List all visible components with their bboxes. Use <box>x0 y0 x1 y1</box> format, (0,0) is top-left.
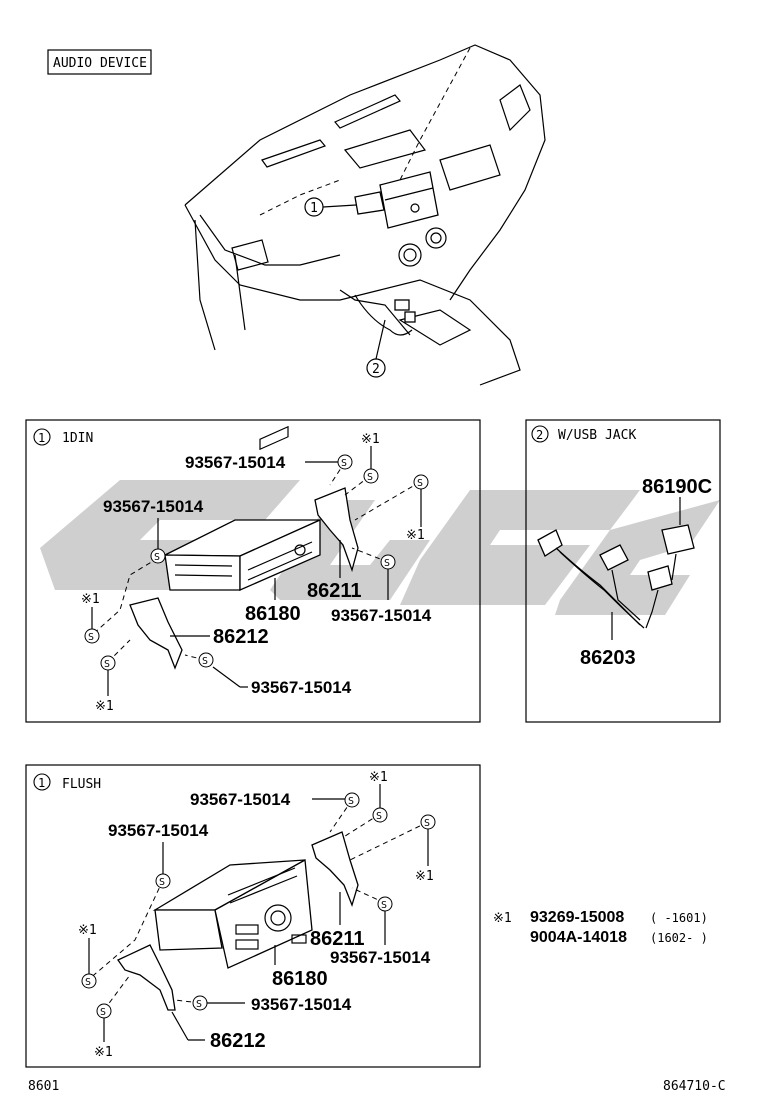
panel-1din-frame <box>25 419 481 723</box>
note-left-1din: ※1 <box>81 592 100 607</box>
label-part-bracket-r-1din: 86211 <box>307 580 362 602</box>
watermark <box>40 480 720 615</box>
svg-text:S: S <box>88 632 94 643</box>
radio-1din <box>164 425 321 591</box>
footnote-line2-part: 9004A-14018 <box>530 929 627 946</box>
svg-text:2: 2 <box>372 362 380 377</box>
label-bolt-c-1din: 93567-15014 <box>331 606 432 625</box>
footnote-line2-range: (1602- ) <box>650 931 708 945</box>
bracket-86211-flush <box>311 831 359 907</box>
note-left-flush: ※1 <box>78 923 97 938</box>
svg-text:S: S <box>196 999 202 1010</box>
label-bolt-a-1din: 93567-15014 <box>185 453 286 472</box>
note-right-1din: ※1 <box>406 528 425 543</box>
audio-device-tag: AUDIO DEVICE <box>53 56 147 71</box>
svg-text:S: S <box>154 552 160 563</box>
svg-text:S: S <box>159 877 165 888</box>
note-bottom-1din: ※1 <box>95 699 114 714</box>
panel-flush-title: FLUSH <box>62 777 101 792</box>
label-part-jack-usb: 86190C <box>642 476 712 498</box>
note-top-1din: ※1 <box>361 432 380 447</box>
label-bolt-c-flush: 93567-15014 <box>330 948 431 967</box>
svg-text:S: S <box>100 1007 106 1018</box>
svg-text:S: S <box>104 659 110 670</box>
svg-text:S: S <box>417 478 423 489</box>
panel-usb-frame <box>525 419 721 723</box>
bolt-letters-flush: S S S S S S S S <box>85 796 430 1018</box>
bolt-icons-flush <box>81 792 436 1019</box>
svg-text:1: 1 <box>38 431 45 445</box>
svg-text:1: 1 <box>310 201 318 216</box>
bolt-letters-1din: S S S S S S S S <box>88 458 423 670</box>
bracket-86212-1din <box>129 597 183 670</box>
footnote: ※1 93269-15008 ( -1601) 9004A-14018 (160… <box>493 909 708 946</box>
label-bolt-b-flush: 93567-15014 <box>108 821 209 840</box>
bracket-86211-1din <box>314 487 359 573</box>
label-part-harness-usb: 86203 <box>580 647 636 669</box>
svg-text:S: S <box>85 977 91 988</box>
note-top-flush: ※1 <box>369 770 388 785</box>
figure-code: 864710-C <box>663 1079 726 1094</box>
footnote-line1-part: 93269-15008 <box>530 909 624 926</box>
panel-1din-heading: 1 1DIN <box>33 428 93 446</box>
label-part-bracket-l-1din: 86212 <box>213 626 269 648</box>
footnote-line1-range: ( -1601) <box>650 911 708 925</box>
callout-2: 2 <box>366 319 386 378</box>
label-bolt-d-flush: 93567-15014 <box>251 995 352 1014</box>
svg-text:S: S <box>381 900 387 911</box>
label-bolt-a-flush: 93567-15014 <box>190 790 291 809</box>
svg-text:1: 1 <box>38 776 45 790</box>
svg-text:S: S <box>384 558 390 569</box>
svg-text:2: 2 <box>536 428 543 442</box>
label-part-bracket-l-flush: 86212 <box>210 1030 266 1052</box>
label-bolt-b-1din: 93567-15014 <box>103 497 204 516</box>
label-bolt-d-1din: 93567-15014 <box>251 678 352 697</box>
panel-usb-title: W/USB JACK <box>558 428 636 443</box>
label-part-bracket-r-flush: 86211 <box>310 928 365 950</box>
svg-text:S: S <box>348 796 354 807</box>
note-right-flush: ※1 <box>415 869 434 884</box>
note-bottom-flush: ※1 <box>94 1045 113 1060</box>
panel-1din-title: 1DIN <box>62 431 93 446</box>
usb-harness <box>537 524 695 629</box>
label-part-radio-1din: 86180 <box>245 603 301 625</box>
panel-flush-heading: 1 FLUSH <box>33 773 101 792</box>
label-part-radio-flush: 86180 <box>272 968 328 990</box>
svg-text:S: S <box>202 656 208 667</box>
dashboard-overview <box>184 44 546 386</box>
footnote-mark: ※1 <box>493 911 512 926</box>
bracket-86212-flush <box>117 944 176 1011</box>
svg-text:S: S <box>341 458 347 469</box>
audio-device-tag-box <box>47 49 152 75</box>
svg-text:S: S <box>376 811 382 822</box>
callout-1: 1 <box>304 197 357 217</box>
svg-text:S: S <box>424 818 430 829</box>
radio-flush <box>152 858 313 969</box>
page-code-left: 8601 <box>28 1079 59 1094</box>
svg-text:S: S <box>367 472 373 483</box>
panel-flush-frame <box>25 764 481 1068</box>
panel-usb-heading: 2 W/USB JACK <box>531 425 636 443</box>
